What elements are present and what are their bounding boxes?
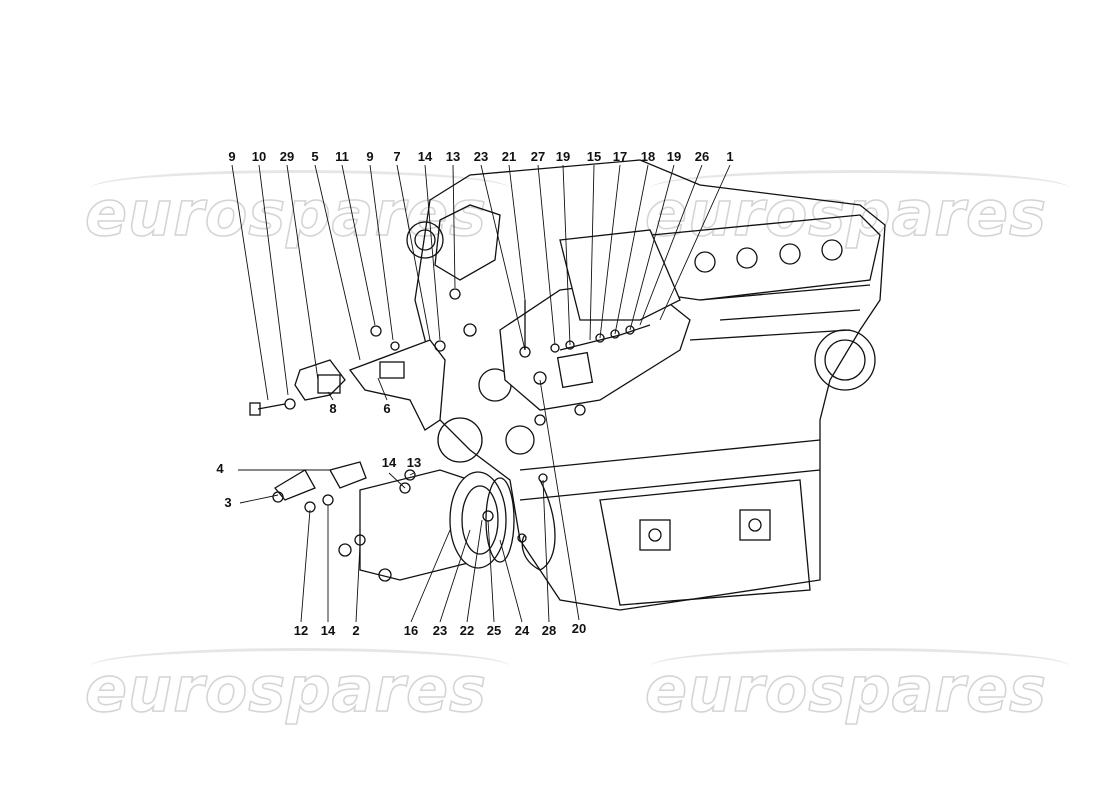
callout-15: 15 [586,149,602,164]
callout-22: 22 [459,623,475,638]
callout-9: 9 [228,149,236,164]
callout-14: 14 [381,455,397,470]
callout-3: 3 [224,495,232,510]
callout-13: 13 [406,455,422,470]
callout-20: 20 [571,621,587,636]
callout-28: 28 [541,623,557,638]
callout-16: 16 [403,623,419,638]
callout-18: 18 [640,149,656,164]
engine-block [406,159,886,611]
callout-12: 12 [293,623,309,638]
callout-5: 5 [311,149,319,164]
callout-23: 23 [432,623,448,638]
callout-26: 26 [694,149,710,164]
callout-9: 9 [366,149,374,164]
watermark-swoosh [90,170,510,207]
tensioner-assembly [249,288,461,431]
callout-19: 19 [666,149,682,164]
callout-19: 19 [555,149,571,164]
callout-27: 27 [530,149,546,164]
callout-14: 14 [417,149,433,164]
callout-8: 8 [329,401,337,416]
ac-compressor [272,461,556,582]
watermark: eurospares [84,653,488,726]
callout-10: 10 [251,149,267,164]
callout-14: 14 [320,623,336,638]
callout-1: 1 [726,149,734,164]
watermark: eurospares [644,177,1048,250]
callout-29: 29 [279,149,295,164]
watermark: eurospares [644,653,1048,726]
callout-21: 21 [501,149,517,164]
watermark-swoosh [650,170,1070,207]
leader-lines [231,164,731,623]
callout-11: 11 [335,149,349,164]
callout-2: 2 [352,623,360,638]
callout-13: 13 [445,149,461,164]
callout-25: 25 [486,623,502,638]
callout-24: 24 [514,623,530,638]
watermark: eurospares [84,177,488,250]
callout-4: 4 [216,461,224,476]
callout-6: 6 [383,401,391,416]
compressor-bracket [499,229,691,411]
callout-17: 17 [612,149,628,164]
callout-23: 23 [473,149,489,164]
watermark-swoosh [90,648,510,685]
watermark-swoosh [650,648,1070,685]
callout-7: 7 [393,149,401,164]
